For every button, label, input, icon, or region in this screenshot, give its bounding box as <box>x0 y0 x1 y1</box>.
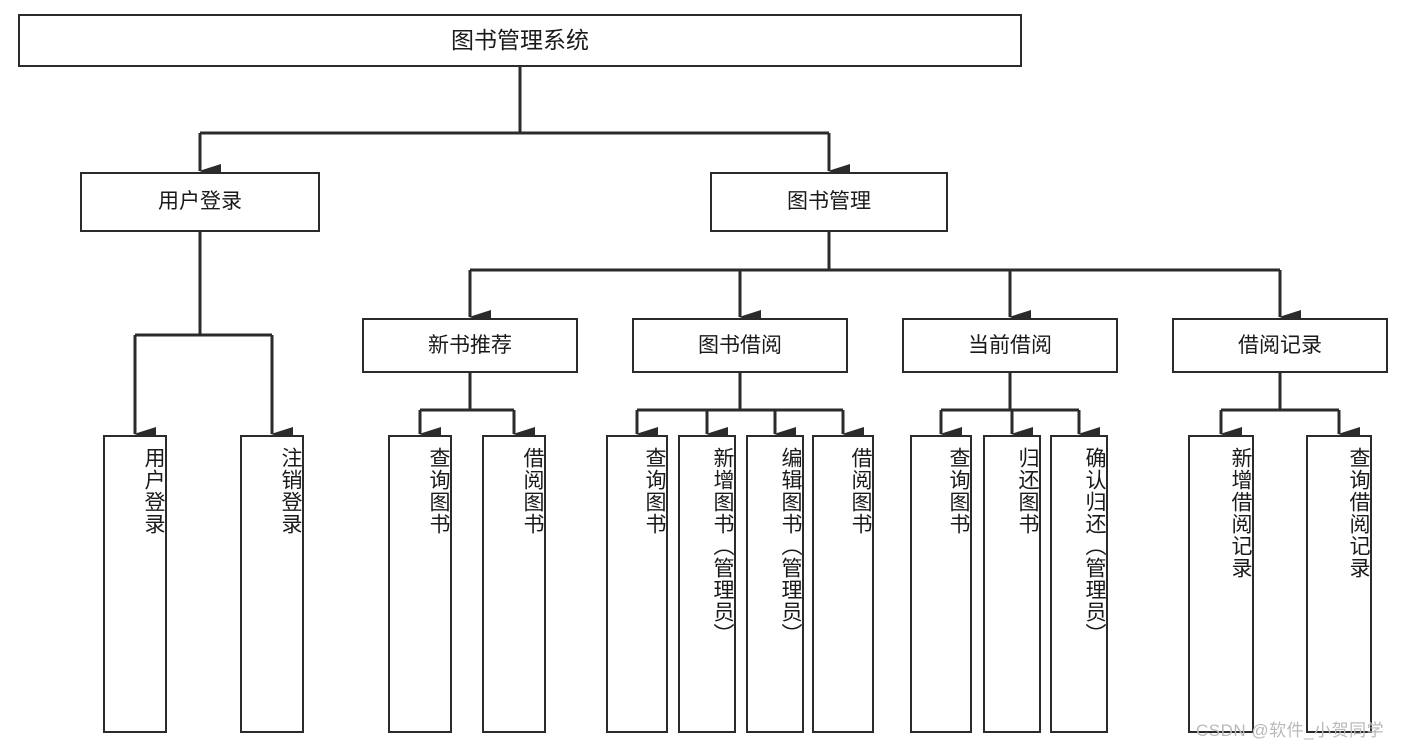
node-leaf-query-borrow-record[interactable]: 查询借阅记录 <box>1306 435 1372 733</box>
node-leaf-query-book-1[interactable]: 查询图书 <box>388 435 452 733</box>
leaf-label: 借阅图书 <box>521 447 544 535</box>
node-leaf-user-logout[interactable]: 注销登录 <box>240 435 304 733</box>
node-leaf-query-book-2[interactable]: 查询图书 <box>606 435 668 733</box>
leaf-label: 注销登录 <box>279 447 302 535</box>
leaf-label: 用户登录 <box>142 447 165 535</box>
node-current-borrow[interactable]: 当前借阅 <box>902 318 1118 373</box>
watermark: CSDN @软件_小贺同学 <box>1196 721 1385 740</box>
node-leaf-borrow-book-1[interactable]: 借阅图书 <box>482 435 546 733</box>
leaf-label: 借阅图书 <box>849 447 872 535</box>
leaf-label: 确认归还（管理员） <box>1083 447 1106 645</box>
leaf-label: 查询图书 <box>643 447 666 535</box>
node-leaf-add-book-admin[interactable]: 新增图书（管理员） <box>678 435 736 733</box>
node-borrow-record[interactable]: 借阅记录 <box>1172 318 1388 373</box>
node-leaf-return-book[interactable]: 归还图书 <box>983 435 1041 733</box>
node-leaf-edit-book-admin[interactable]: 编辑图书（管理员） <box>746 435 804 733</box>
node-book-borrow[interactable]: 图书借阅 <box>632 318 848 373</box>
node-leaf-add-borrow-record[interactable]: 新增借阅记录 <box>1188 435 1254 733</box>
node-book-manage[interactable]: 图书管理 <box>710 172 948 232</box>
node-leaf-confirm-return-admin[interactable]: 确认归还（管理员） <box>1050 435 1108 733</box>
node-user-login[interactable]: 用户登录 <box>80 172 320 232</box>
leaf-label: 新增图书（管理员） <box>711 447 734 645</box>
leaf-label: 编辑图书（管理员） <box>779 447 802 645</box>
leaf-label: 查询图书 <box>947 447 970 535</box>
leaf-label: 归还图书 <box>1016 447 1039 535</box>
node-leaf-borrow-book-2[interactable]: 借阅图书 <box>812 435 874 733</box>
node-leaf-user-login[interactable]: 用户登录 <box>103 435 167 733</box>
node-new-book-recommend[interactable]: 新书推荐 <box>362 318 578 373</box>
leaf-label: 查询借阅记录 <box>1347 447 1370 579</box>
leaf-label: 查询图书 <box>427 447 450 535</box>
node-root[interactable]: 图书管理系统 <box>18 14 1022 67</box>
node-leaf-query-book-3[interactable]: 查询图书 <box>910 435 972 733</box>
leaf-label: 新增借阅记录 <box>1229 447 1252 579</box>
